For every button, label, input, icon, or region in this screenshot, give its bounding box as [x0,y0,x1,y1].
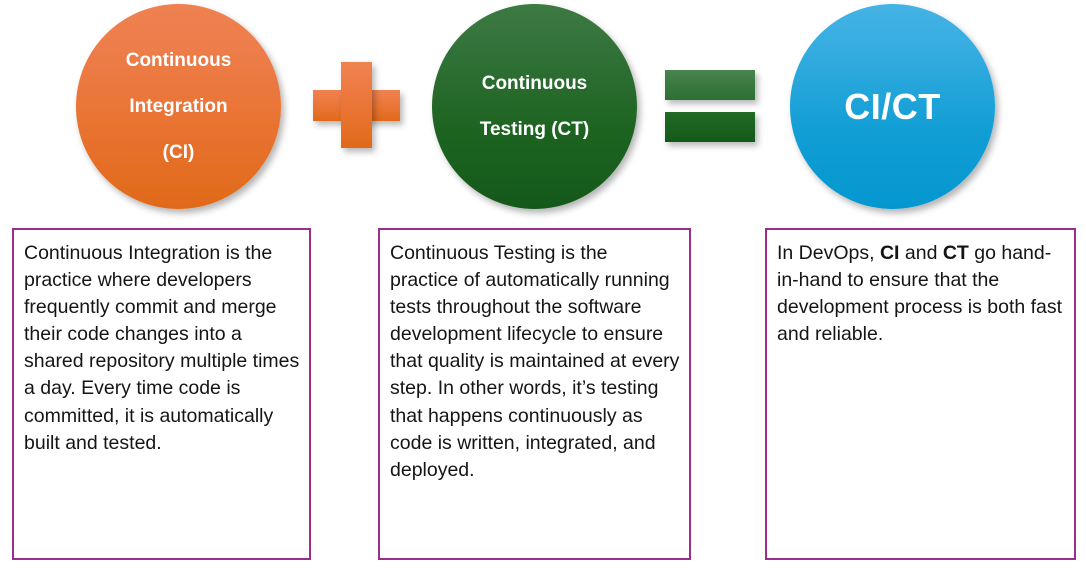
circle-ci-label-line-1: Continuous [125,49,232,71]
card-ci-description: Continuous Integration is the practice w… [12,228,311,560]
circle-ct-label-line-2: Testing (CT) [479,119,590,141]
circle-continuous-integration: Continuous Integration (CI) [76,4,281,209]
circle-ci-ct-result: CI/CT [790,4,995,209]
circle-ci-label-line-2: Integration [129,95,228,117]
card-cict-text-part-3: go hand-in-hand to ensure that the devel… [777,242,1063,346]
card-cict-text-bold-ci: CI [879,242,900,264]
equals-icon [665,70,755,142]
card-ct-description: Continuous Testing is the practice of au… [378,228,691,560]
circle-continuous-testing: Continuous Testing (CT) [432,4,637,209]
circle-cict-label: CI/CT [844,85,941,127]
card-cict-text-part-2: and [899,242,943,264]
circle-ct-label: Continuous Testing (CT) [452,72,617,142]
circle-ct-label-line-1: Continuous [481,72,588,94]
circle-ci-label-line-3: (CI) [162,142,195,164]
plus-icon [313,62,400,148]
circle-ci-label: Continuous Integration (CI) [98,49,260,165]
card-cict-description: In DevOps, CI and CT go hand-in-hand to … [765,228,1076,560]
plus-icon-vertical-bar [341,62,372,148]
card-ci-description-text: Continuous Integration is the practice w… [24,242,300,454]
equals-icon-bottom-bar [665,112,755,142]
card-cict-text-bold-ct: CT [942,242,969,264]
equals-icon-top-bar [665,70,755,100]
card-cict-description-text: In DevOps, CI and CT go hand-in-hand to … [777,240,1065,348]
card-ct-description-text: Continuous Testing is the practice of au… [390,242,680,481]
card-cict-text-part-1: In DevOps, [777,242,880,264]
